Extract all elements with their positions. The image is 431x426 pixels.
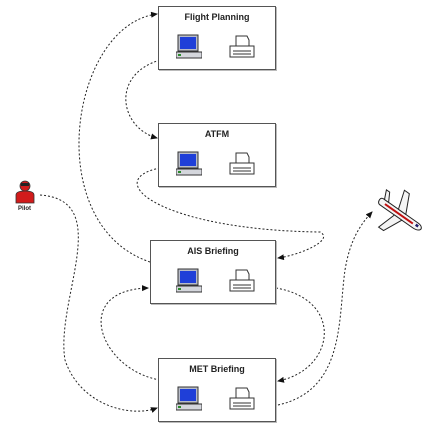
printer-icon <box>229 35 255 58</box>
node-ais-briefing: AIS Briefing <box>150 240 276 304</box>
connector-pilot-to-met <box>39 194 158 413</box>
node-flight-planning: Flight Planning <box>158 6 276 70</box>
connector-met-to-ais <box>100 285 161 381</box>
connector-flight-planning-to-atfm <box>125 59 161 140</box>
printer-icon <box>229 387 255 410</box>
connector-ais-to-met <box>275 287 325 383</box>
computer-terminal-icon <box>176 386 202 411</box>
node-atfm: ATFM <box>158 123 276 187</box>
printer-icon <box>229 269 255 292</box>
printer-icon <box>229 152 255 175</box>
connector-atfm-to-ais <box>136 167 324 261</box>
airplane-icon <box>377 188 422 232</box>
computer-terminal-icon <box>176 151 202 176</box>
node-title: ATFM <box>204 129 230 139</box>
computer-terminal-icon <box>176 34 202 59</box>
connector-met-to-aircraft <box>277 211 373 406</box>
node-title: AIS Briefing <box>187 246 239 256</box>
pilot-icon <box>15 180 35 204</box>
connector-ais-to-flight-planning <box>78 11 158 263</box>
computer-terminal-icon <box>176 268 202 293</box>
node-title: MET Briefing <box>189 364 245 374</box>
pilot-label: Pilot <box>18 206 31 212</box>
node-met-briefing: MET Briefing <box>158 358 276 422</box>
node-title: Flight Planning <box>184 12 250 22</box>
